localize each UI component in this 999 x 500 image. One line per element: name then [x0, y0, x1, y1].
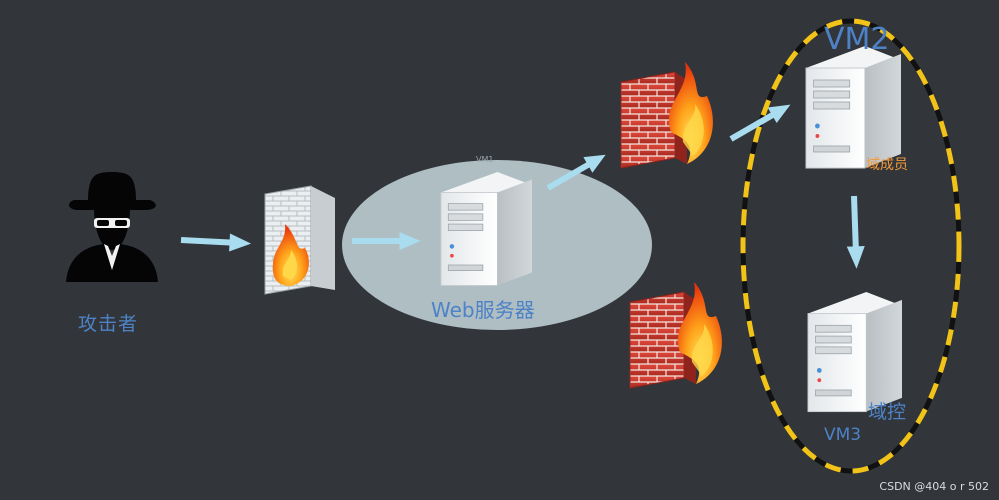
- arrow-icon: [845, 195, 866, 270]
- arrow-icon: [726, 96, 795, 147]
- domain-controller-label: 域控: [868, 401, 907, 423]
- watermark: CSDN @404 o r 502: [879, 480, 989, 493]
- server-icon: [807, 291, 903, 413]
- domain-ring-dashed: [740, 18, 962, 474]
- firewall-icon: [264, 185, 335, 295]
- vm2-label: VM2: [824, 22, 890, 57]
- firewall-icon: [629, 281, 723, 389]
- arrow-icon: [180, 231, 252, 253]
- web-server-label: Web服务器: [431, 298, 535, 322]
- hacker-icon: [66, 172, 158, 282]
- server-icon: [805, 45, 902, 169]
- firewall-icon: [620, 61, 714, 169]
- vm3-label: VM3: [824, 425, 862, 445]
- server-icon: [440, 171, 533, 286]
- domain-member-label: 域成员: [866, 157, 908, 173]
- web-server-vm-tag: VM1: [476, 155, 494, 164]
- attacker-label: 攻击者: [78, 313, 139, 335]
